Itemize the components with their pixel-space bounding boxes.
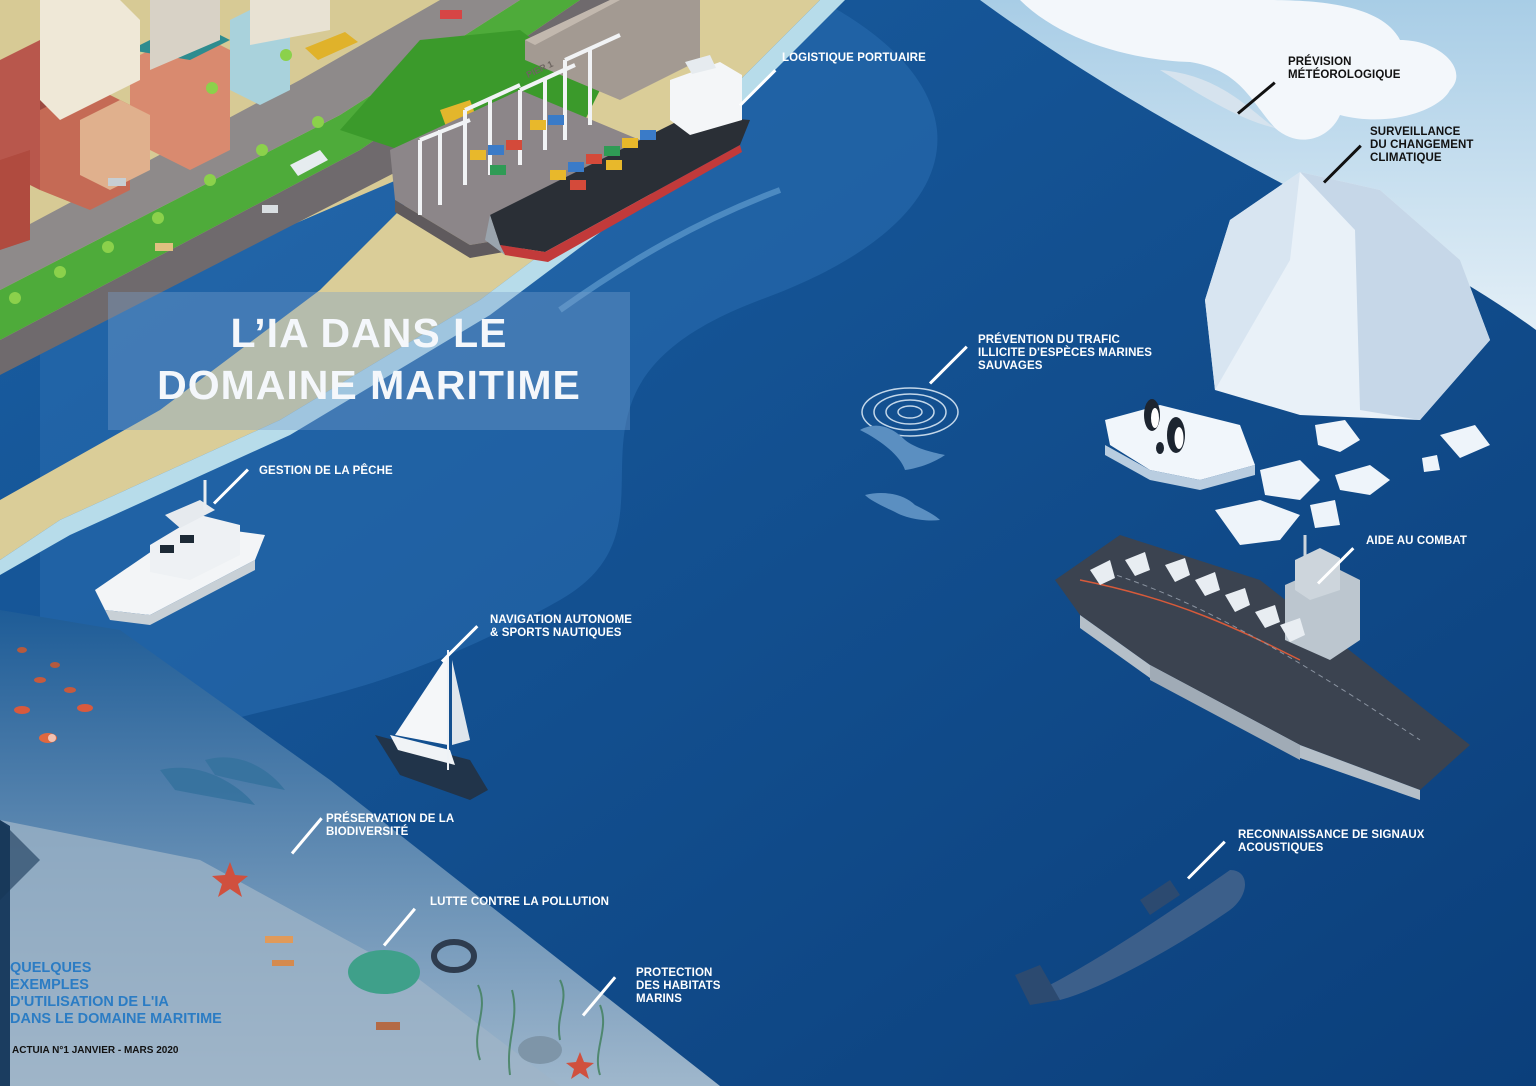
- container-ship: [485, 55, 750, 262]
- sharks: [160, 757, 285, 805]
- fishing-boat: [95, 480, 265, 625]
- label-protection-habitats: PROTECTION DES HABITATS MARINS: [636, 967, 721, 1005]
- pollution-debris: [265, 936, 477, 1030]
- cloud-shadow: [1160, 70, 1275, 128]
- fish-school: [14, 647, 93, 743]
- label-preservation-biodiversite: PRÉSERVATION DE LA BIODIVERSITÉ: [326, 813, 455, 838]
- label-prevision-meteorologique: PRÉVISION MÉTÉOROLOGIQUE: [1288, 56, 1401, 81]
- ripples: [861, 387, 959, 437]
- title-box: L’IA DANS LE DOMAINE MARITIME: [108, 292, 630, 430]
- containers: [470, 115, 564, 175]
- subtitle-line-2: EXEMPLES: [10, 977, 89, 993]
- subtitle-line-3: D'UTILISATION DE L'IA: [10, 994, 169, 1010]
- label-aide-au-combat: AIDE AU COMBAT: [1366, 535, 1468, 547]
- seabed: [0, 820, 560, 1086]
- dolphins: [860, 425, 945, 521]
- rock: [518, 1036, 562, 1064]
- seaweed: [476, 979, 605, 1076]
- city-buildings: [0, 0, 330, 250]
- label-navigation-autonome: NAVIGATION AUTONOME & SPORTS NAUTIQUES: [490, 614, 633, 639]
- aircraft-carrier: [1055, 535, 1470, 800]
- label-reconnaissance-signaux: RECONNAISSANCE DE SIGNAUX ACOUSTIQUES: [1238, 829, 1425, 854]
- sailboat: [375, 650, 488, 800]
- label-lutte-pollution: LUTTE CONTRE LA POLLUTION: [430, 896, 610, 908]
- ice-floe: [1335, 465, 1390, 495]
- iceberg-face: [1205, 172, 1300, 390]
- issue-reference: ACTUIA N°1 JANVIER - MARS 2020: [12, 1045, 179, 1056]
- street-trees: [9, 49, 324, 304]
- title-line-1: L’IA DANS LE: [230, 310, 508, 356]
- submarine: [1015, 870, 1245, 1005]
- ship-wake: [558, 187, 782, 313]
- ice-floe: [1315, 420, 1360, 452]
- ice-floe: [1105, 445, 1255, 490]
- subtitle-line-4: DANS LE DOMAINE MARITIME: [10, 1011, 222, 1027]
- shore-foam: [0, 0, 845, 575]
- shelf-dark: [0, 820, 40, 900]
- port-quay: [390, 90, 680, 245]
- jets: [1090, 552, 1305, 642]
- subtitle: QUELQUES EXEMPLES D'UTILISATION DE L'IA …: [10, 960, 222, 1028]
- ice-floe: [1260, 460, 1320, 500]
- label-gestion-peche: GESTION DE LA PÊCHE: [259, 465, 393, 477]
- label-surveillance-climat: SURVEILLANCE DU CHANGEMENT CLIMATIQUE: [1370, 126, 1474, 164]
- penguins: [1144, 399, 1185, 454]
- ice-floe: [1440, 425, 1490, 458]
- ice-floe: [1310, 500, 1340, 528]
- title-line-2: DOMAINE MARITIME: [157, 362, 581, 408]
- warehouse-roof: [525, 0, 620, 45]
- starfish: [212, 862, 594, 1079]
- iceberg-shade: [1300, 172, 1490, 420]
- label-logistique-portuaire: LOGISTIQUE PORTUAIRE: [782, 52, 926, 64]
- ice-floe: [1215, 500, 1300, 545]
- cloud: [1020, 0, 1457, 140]
- cranes: [418, 33, 621, 215]
- label-prevention-trafic: PRÉVENTION DU TRAFIC ILLICITE D'ESPÈCES …: [978, 334, 1153, 372]
- subtitle-line-1: QUELQUES: [10, 960, 92, 976]
- ice-floe: [1422, 455, 1440, 472]
